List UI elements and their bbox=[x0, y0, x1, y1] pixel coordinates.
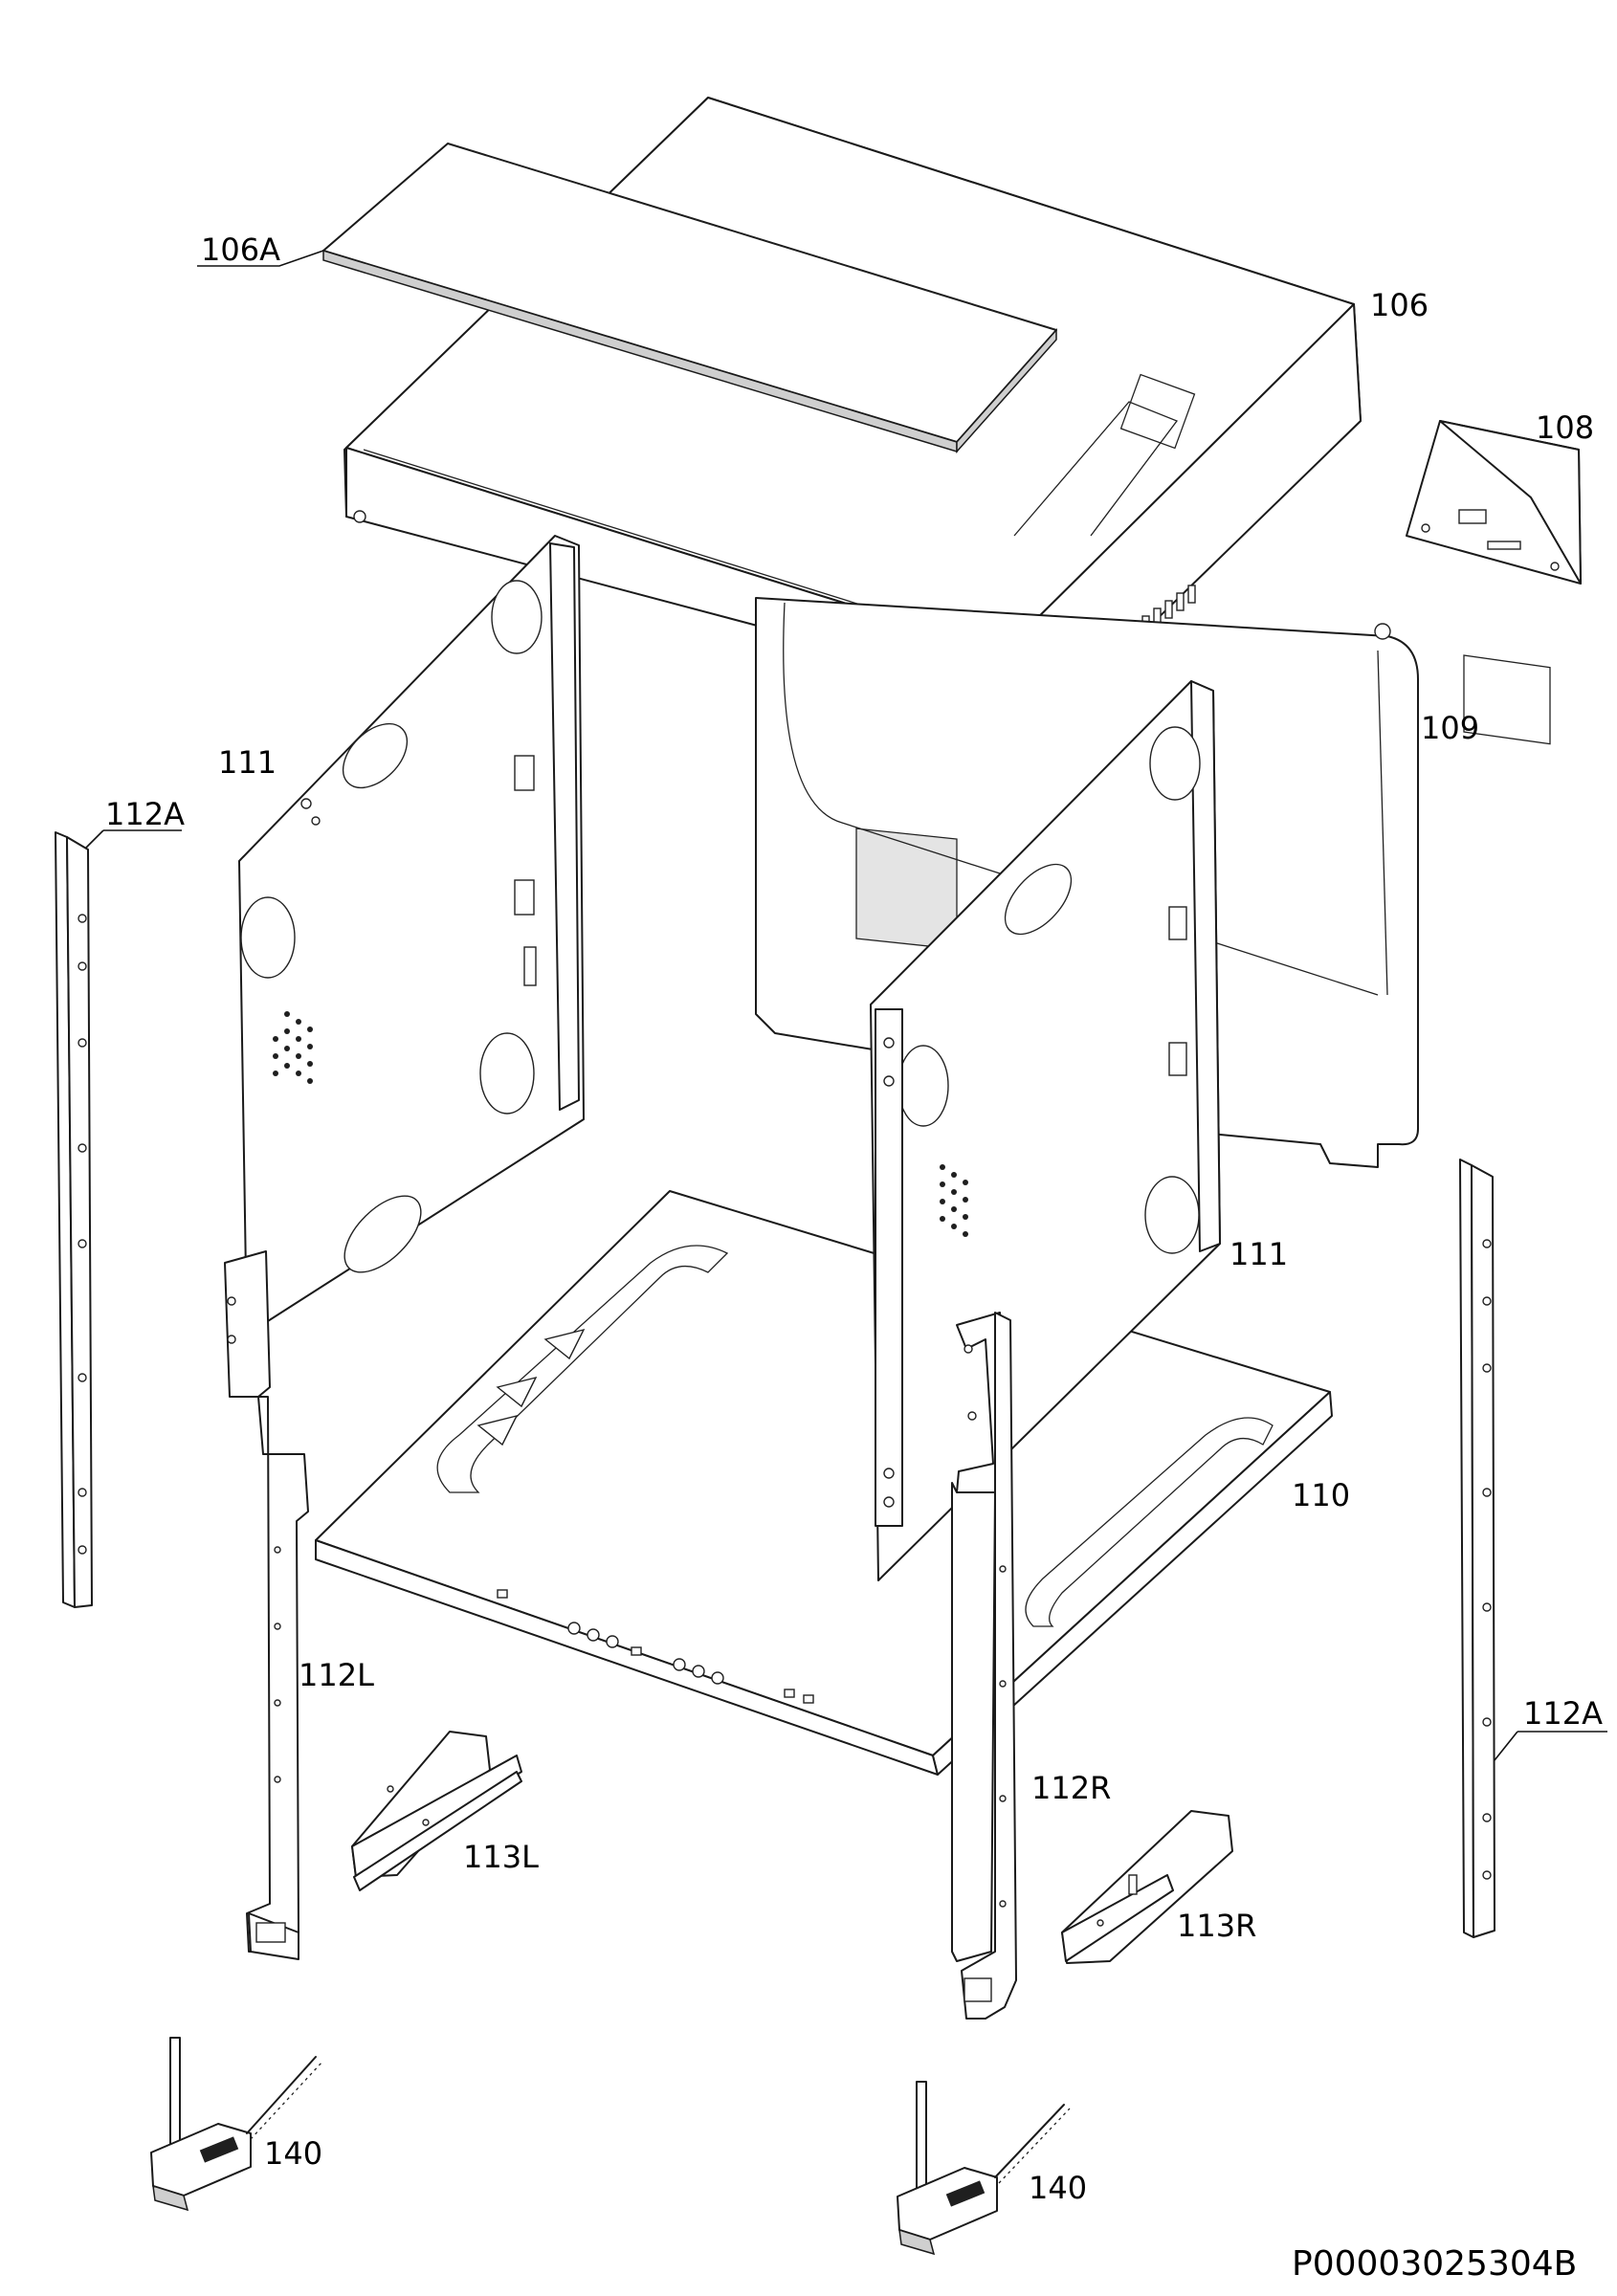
label-140-right: 140 bbox=[1029, 2170, 1087, 2206]
label-106: 106 bbox=[1370, 287, 1429, 323]
part-113R-runner bbox=[1061, 1810, 1233, 1964]
part-113L-runner bbox=[351, 1731, 522, 1891]
label-109: 109 bbox=[1421, 710, 1479, 746]
label-111-left: 111 bbox=[218, 744, 277, 781]
label-112L: 112L bbox=[299, 1657, 374, 1693]
leader-lines bbox=[85, 250, 1607, 1761]
callout-labels: 106A 106 108 109 111 112A 111 110 112L 1… bbox=[105, 232, 1603, 2284]
hinge-spring-right bbox=[994, 2104, 1071, 2184]
part-140-hinge-right bbox=[897, 2081, 1071, 2256]
part-108-control-bracket bbox=[1406, 420, 1582, 745]
label-113L: 113L bbox=[463, 1839, 539, 1875]
part-112L-front-left-post bbox=[224, 1250, 309, 1960]
label-113R: 113R bbox=[1177, 1908, 1256, 1944]
perforation-grid-left bbox=[273, 1011, 313, 1084]
part-112R-front-right-post bbox=[951, 1312, 1017, 2020]
hinge-spring-left bbox=[246, 2056, 324, 2140]
label-112A-left: 112A bbox=[105, 796, 185, 832]
drawing-code: P00003025304B bbox=[1292, 2244, 1577, 2284]
label-111-right: 111 bbox=[1229, 1236, 1288, 1272]
part-106A-insulation bbox=[322, 143, 1057, 453]
label-112A-right: 112A bbox=[1523, 1695, 1603, 1732]
label-110: 110 bbox=[1292, 1477, 1350, 1513]
part-112A-right-strip bbox=[1459, 1159, 1495, 1938]
label-106A: 106A bbox=[201, 232, 280, 268]
label-108: 108 bbox=[1536, 409, 1594, 446]
part-111-right-side-panel bbox=[870, 680, 1221, 1581]
label-140-left: 140 bbox=[264, 2135, 322, 2172]
part-112A-left-strip bbox=[55, 831, 93, 1608]
front-rim-holes bbox=[497, 1589, 814, 1704]
perforation-grid-right bbox=[940, 1164, 968, 1237]
label-112R: 112R bbox=[1031, 1770, 1111, 1806]
part-140-hinge-left bbox=[150, 2037, 324, 2212]
part-111-left-side-panel bbox=[238, 535, 585, 1336]
